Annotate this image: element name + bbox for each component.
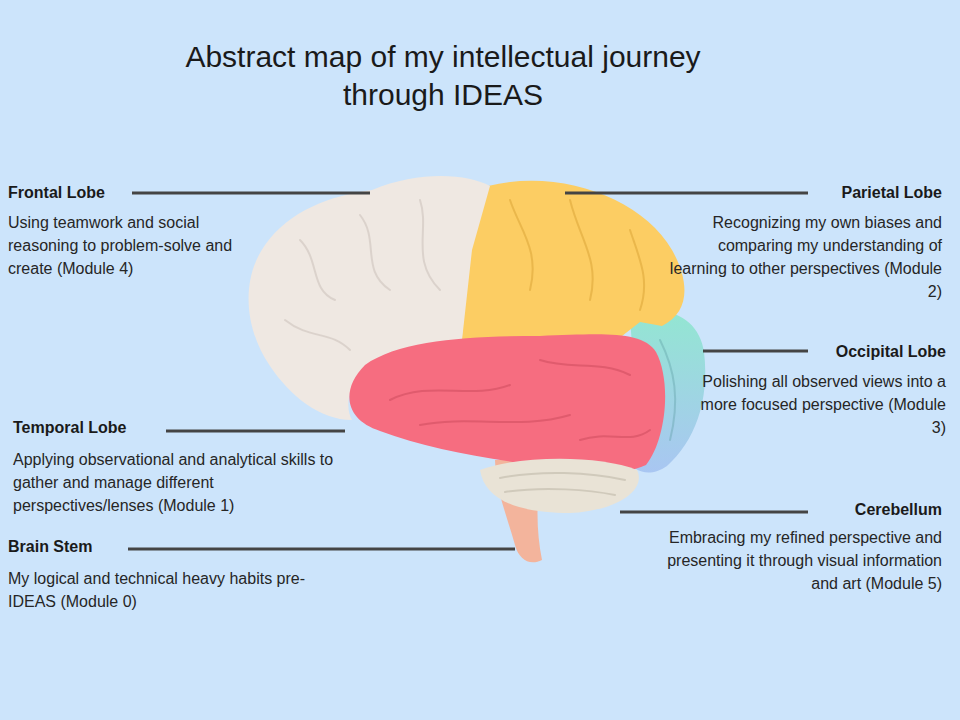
lobe-description: Applying observational and analytical sk… bbox=[13, 448, 338, 517]
leader-line bbox=[132, 192, 370, 195]
title: Abstract map of my intellectual journey … bbox=[143, 38, 743, 114]
lobe-name: Temporal Lobe bbox=[13, 418, 127, 438]
lobe-name: Brain Stem bbox=[8, 537, 92, 557]
lobe-description: My logical and technical heavy habits pr… bbox=[8, 567, 333, 613]
leader-line bbox=[166, 430, 345, 433]
lobe-description: Polishing all observed views into a more… bbox=[698, 370, 946, 439]
lobe-description: Embracing my refined perspective and pre… bbox=[650, 526, 942, 595]
lobe-description: Using teamwork and social reasoning to p… bbox=[8, 211, 256, 280]
lobe-name: Occipital Lobe bbox=[836, 342, 946, 362]
lobe-description: Recognizing my own biases and comparing … bbox=[664, 211, 942, 303]
leader-line bbox=[565, 192, 808, 195]
lobe-name: Parietal Lobe bbox=[842, 183, 942, 203]
brain-shape bbox=[249, 176, 706, 562]
leader-line bbox=[703, 350, 808, 353]
leader-line bbox=[128, 548, 515, 551]
lobe-name: Frontal Lobe bbox=[8, 183, 105, 203]
lobe-name: Cerebellum bbox=[855, 500, 942, 520]
leader-line bbox=[620, 511, 808, 514]
